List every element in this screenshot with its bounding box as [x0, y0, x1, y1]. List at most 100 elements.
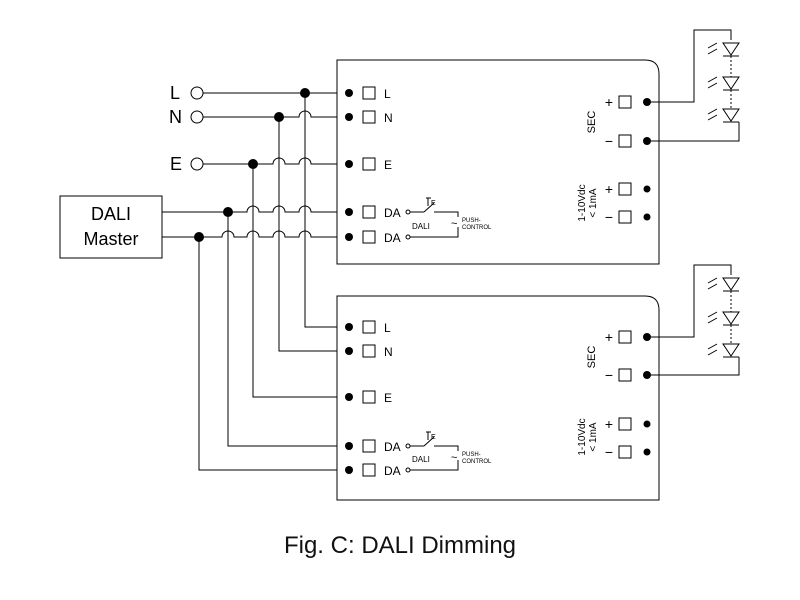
sec-plus-sign: +: [605, 94, 613, 110]
terminal-box: [618, 417, 632, 431]
input-terminal-neutral: [190, 110, 204, 124]
wire-line-drop: [304, 93, 349, 328]
dali-master: DALI Master: [59, 195, 163, 259]
driver-2: L N E DA DA E DALI ~ PUSH- CONTROL SEC +: [336, 264, 740, 501]
terminal-box: [362, 86, 376, 100]
dimming-minus-sign: −: [605, 209, 613, 225]
wire-da1-horizontal: [162, 205, 349, 213]
push-control-switch: E DALI ~ PUSH- CONTROL: [405, 431, 492, 473]
push-control-label-1: PUSH-: [462, 452, 481, 458]
terminal-box: [362, 463, 376, 477]
led-icon: [707, 277, 740, 292]
terminal-dot: [345, 113, 353, 121]
dimming-label-1: 1-10Vdc: [577, 418, 588, 455]
terminal-dot: [643, 371, 651, 379]
driver-2-housing: [336, 295, 660, 501]
junction-dot: [248, 159, 258, 169]
led-icon: [707, 343, 740, 358]
terminal-box: [362, 390, 376, 404]
terminal-dot: [643, 137, 651, 145]
wire-da2-horizontal: [162, 230, 349, 238]
terminal-label-da: DA: [384, 206, 401, 220]
switch-label-dali: DALI: [412, 222, 430, 231]
led-wire-positive: [651, 264, 732, 338]
terminal-dot: [643, 185, 651, 193]
terminal-dot: [345, 347, 353, 355]
terminal-label-da: DA: [384, 464, 401, 478]
sec-minus-sign: −: [605, 133, 613, 149]
switch-label-tilde: ~: [451, 218, 457, 230]
led-string-2: [651, 264, 740, 376]
push-control-switch: E DALI ~ PUSH- CONTROL: [405, 197, 492, 240]
input-label-line: L: [170, 83, 180, 103]
junction-dot: [194, 232, 204, 242]
led-icon: [707, 76, 740, 91]
sec-label: SEC: [586, 346, 598, 369]
terminal-dot: [643, 420, 651, 428]
terminal-dot: [345, 89, 353, 97]
terminal-box: [618, 95, 632, 109]
terminal-box: [362, 110, 376, 124]
wire-da2-drop: [198, 237, 349, 471]
switch-contact: [405, 209, 411, 215]
wire-earth-drop: [252, 164, 349, 398]
dimming-label-2: < 1mA: [588, 422, 599, 452]
led-string-1: [651, 29, 740, 142]
terminal-dot: [345, 442, 353, 450]
terminal-box: [362, 344, 376, 358]
terminal-dot: [345, 233, 353, 241]
terminal-box: [618, 368, 632, 382]
wiring: [162, 88, 349, 471]
led-icon: [707, 311, 740, 326]
push-control-label-2: CONTROL: [462, 225, 492, 231]
terminal-label-line: L: [384, 87, 391, 101]
switch-contact: [405, 234, 411, 240]
terminal-box: [618, 134, 632, 148]
figure-caption: Fig. C: DALI Dimming: [283, 532, 517, 559]
dali-master-label-line2: Master: [83, 229, 138, 249]
terminal-dot: [643, 448, 651, 456]
terminal-box: [362, 320, 376, 334]
switch-actuator: [426, 431, 431, 440]
dimming-label-2: < 1mA: [588, 188, 599, 218]
wire-earth-horizontal: [203, 157, 349, 165]
switch-contact: [405, 467, 411, 473]
dimming-minus-sign: −: [605, 444, 613, 460]
terminal-box: [362, 205, 376, 219]
junction-dot: [274, 112, 284, 122]
led-wire-positive: [651, 29, 732, 103]
dali-master-box: [59, 195, 163, 259]
input-terminal-line: [190, 86, 204, 100]
terminal-dot: [643, 213, 651, 221]
switch-label-e: E: [431, 434, 436, 441]
terminal-box: [618, 445, 632, 459]
sec-label: SEC: [586, 111, 598, 134]
terminal-box: [362, 230, 376, 244]
junction-dot: [223, 207, 233, 217]
input-label-earth: E: [170, 154, 182, 174]
dimming-label-1: 1-10Vdc: [577, 184, 588, 221]
terminal-label-neutral: N: [384, 111, 393, 125]
dimming-plus-sign: +: [605, 181, 613, 197]
switch-label-tilde: ~: [451, 452, 457, 464]
terminal-box: [362, 157, 376, 171]
switch-wire: [410, 227, 459, 238]
terminal-dot: [643, 98, 651, 106]
terminal-label-earth: E: [384, 158, 392, 172]
led-wire-negative: [651, 122, 740, 142]
driver-1-housing: [336, 59, 660, 265]
input-terminal-earth: [190, 157, 204, 171]
terminal-box: [618, 182, 632, 196]
led-icon: [707, 42, 740, 57]
switch-contact: [405, 443, 411, 449]
terminal-dot: [643, 333, 651, 341]
terminal-box: [362, 439, 376, 453]
switch-actuator: [426, 197, 431, 206]
terminal-box: [618, 330, 632, 344]
mains-input-terminals: L N E: [169, 83, 204, 174]
terminal-dot: [345, 393, 353, 401]
junction-dot: [300, 88, 310, 98]
terminal-dot: [345, 323, 353, 331]
terminal-dot: [345, 208, 353, 216]
